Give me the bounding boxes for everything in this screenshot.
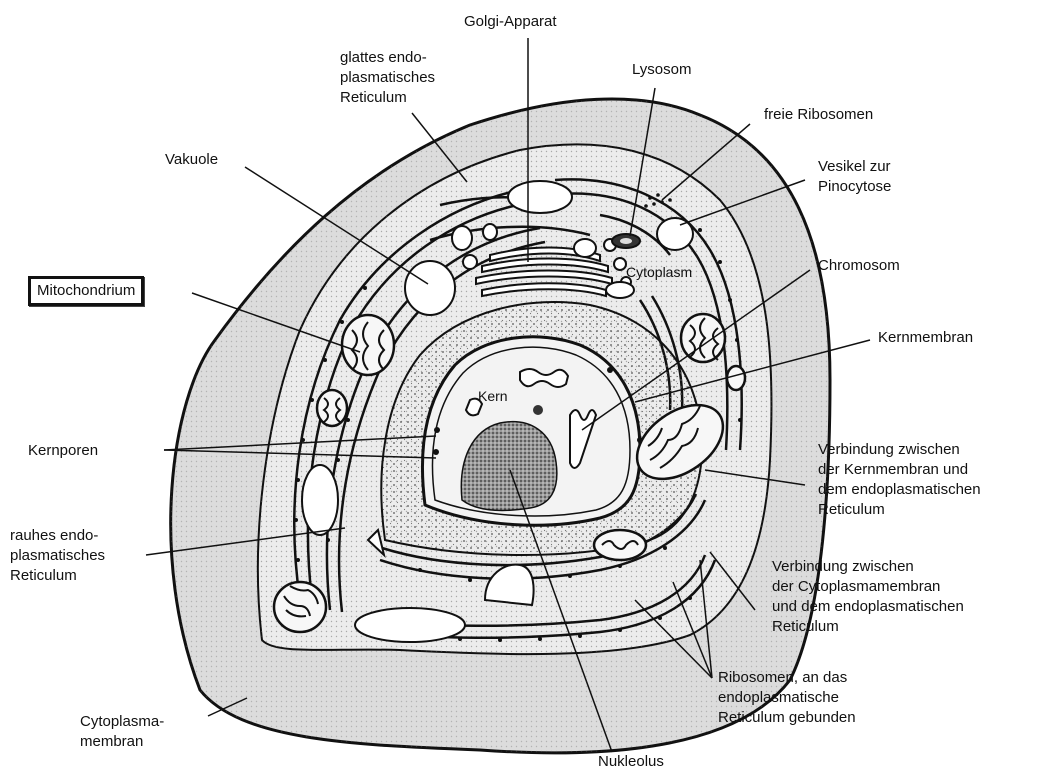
label-pinocytosis-vesicle: Vesikel zur Pinocytose xyxy=(818,157,891,197)
label-bound-ribosomes: Ribosomen, an das endoplasmatische Retic… xyxy=(718,668,856,728)
label-chromosome: Chromosom xyxy=(818,256,900,276)
vacuole-top xyxy=(508,181,572,213)
label-connection-nuclear-er: Verbindung zwischen der Kernmembran und … xyxy=(818,440,981,520)
vacuole-main xyxy=(405,261,455,315)
label-connection-cytoplasm-er: Verbindung zwischen der Cytoplasmamembra… xyxy=(772,557,964,637)
label-nucleus: Kern xyxy=(478,386,508,406)
label-cytoplasm-membrane: Cytoplasma- membran xyxy=(80,712,164,752)
label-free-ribosomes: freie Ribosomen xyxy=(764,105,873,125)
vacuole-bottom xyxy=(355,608,465,642)
label-vacuole: Vakuole xyxy=(165,150,218,170)
label-rough-er: rauhes endo- plasmatisches Reticulum xyxy=(10,526,105,586)
centriole xyxy=(533,405,543,415)
label-smooth-er: glattes endo- plasmatisches Reticulum xyxy=(340,48,435,108)
label-golgi-apparatus: Golgi-Apparat xyxy=(464,12,557,32)
mitochondrion-7 xyxy=(727,366,745,390)
label-nuclear-membrane: Kernmembran xyxy=(878,328,973,348)
vacuole-left xyxy=(302,465,338,535)
lysosome xyxy=(612,234,640,248)
label-nuclear-pores: Kernporen xyxy=(28,441,98,461)
label-lysosome: Lysosom xyxy=(632,60,691,80)
label-nucleolus: Nukleolus xyxy=(598,752,664,772)
mitochondrion-2 xyxy=(317,390,347,426)
label-mitochondrium: Mitochondrium xyxy=(28,276,144,306)
label-cytoplasm: Cytoplasm xyxy=(626,262,692,282)
mitochondrion-6 xyxy=(594,530,646,560)
